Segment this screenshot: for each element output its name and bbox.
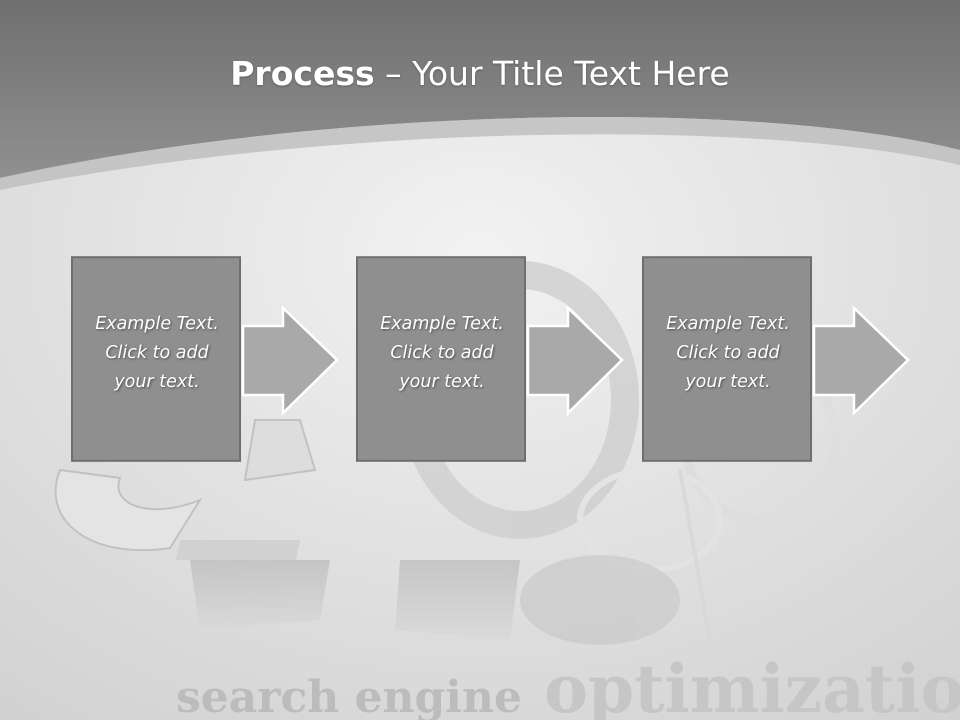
step-box[interactable] [71, 256, 243, 464]
title-bold: Process [230, 54, 375, 93]
tagline-word-2: optimization [544, 650, 960, 720]
step-label-line1: Example Text. [666, 314, 790, 334]
step-label[interactable]: Example Text. Click to add your text. [77, 310, 237, 397]
title-rest: – Your Title Text Here [374, 54, 730, 93]
step-label[interactable]: Example Text. Click to add your text. [648, 310, 808, 397]
step-label-line2: Click to add [390, 343, 494, 363]
tagline-word-1: search engine [176, 672, 523, 720]
step-box[interactable] [642, 256, 814, 464]
background-tagline: search engine optimization [176, 650, 960, 720]
step-label-line2: Click to add [105, 343, 209, 363]
slide-title: Process – Your Title Text Here [0, 52, 960, 96]
arrow-right-icon [241, 305, 339, 416]
step-label-line3: your text. [114, 372, 200, 392]
step-label-line3: your text. [399, 372, 485, 392]
step-label-line3: your text. [685, 372, 771, 392]
arrow-right-icon [812, 305, 910, 416]
seo-shadow [190, 555, 680, 645]
step-label-line1: Example Text. [380, 314, 504, 334]
step-label-line2: Click to add [676, 343, 780, 363]
step-label-line1: Example Text. [95, 314, 219, 334]
arrow-right-icon [526, 305, 624, 416]
step-label[interactable]: Example Text. Click to add your text. [362, 310, 522, 397]
step-box[interactable] [356, 256, 528, 464]
